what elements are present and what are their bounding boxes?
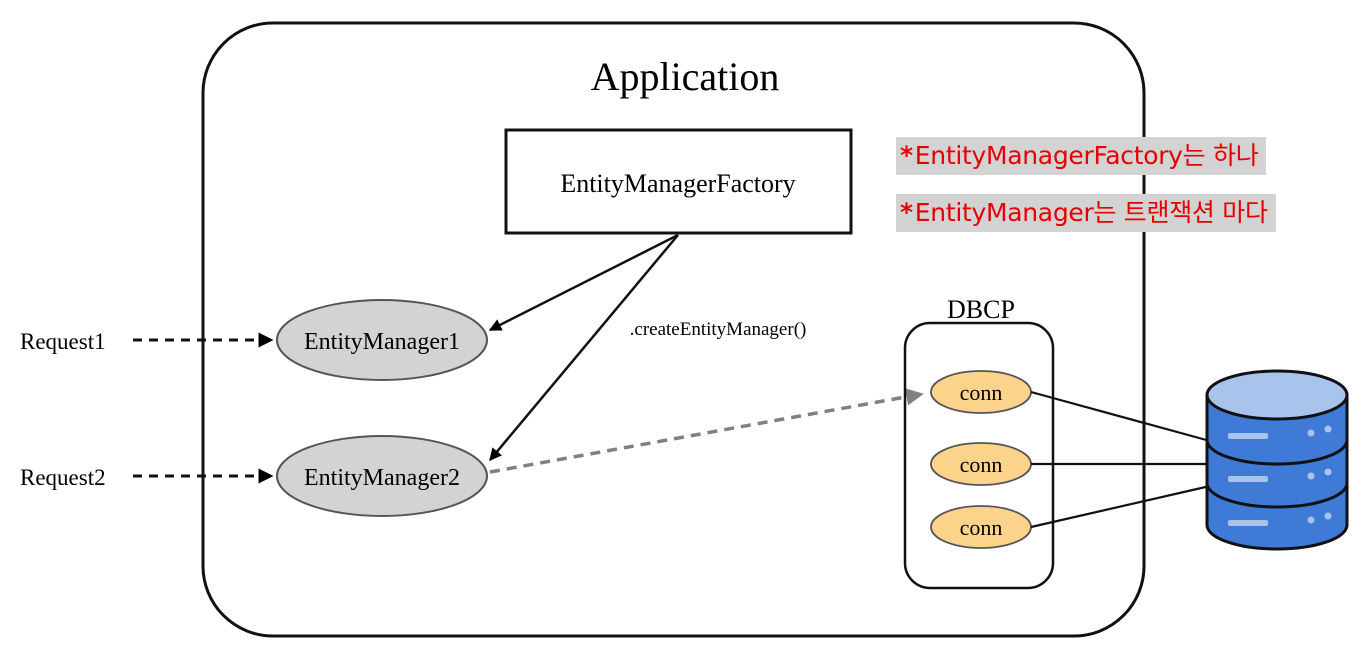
create-entity-manager-label: .createEntityManager() [630,319,807,340]
entity-manager2-to-conn-arrow [489,388,924,474]
connection-1-to-db-line [1030,390,1211,443]
note-factory-single: *EntityManagerFactory는 하나 [896,137,1267,175]
entity-manager1-node [276,299,488,381]
factory-to-entity-manager1-arrow [488,233,679,332]
note-manager-per-transaction: *EntityManager는 트랜잭션 마다 [896,194,1276,232]
dbcp-label: DBCP [947,295,1015,324]
factory-to-entity-manager2-arrow [489,234,679,461]
note-text: EntityManager는 트랜잭션 마다 [914,198,1268,227]
connection-3-to-db-line [1030,484,1211,529]
connection-3-label: conn [960,515,1003,540]
request2-label: Request2 [20,465,106,490]
application-title: Application [591,54,780,99]
entity-manager2-label: EntityManager2 [304,465,460,491]
note-marker: * [900,198,913,227]
dbcp-pool-box [903,321,1055,590]
database-icon [1205,369,1349,551]
connection-1-label: conn [960,380,1003,405]
entity-manager-factory-label: EntityManagerFactory [560,169,795,198]
note-marker: * [900,141,913,170]
note-text: EntityManagerFactory는 하나 [914,141,1259,170]
entity-manager2-node [276,435,488,517]
entity-manager1-label: EntityManager1 [304,329,460,355]
application-container [201,21,1146,638]
connection-2-label: conn [960,452,1003,477]
request1-label: Request1 [20,329,106,354]
entity-manager-factory-box [504,128,853,235]
